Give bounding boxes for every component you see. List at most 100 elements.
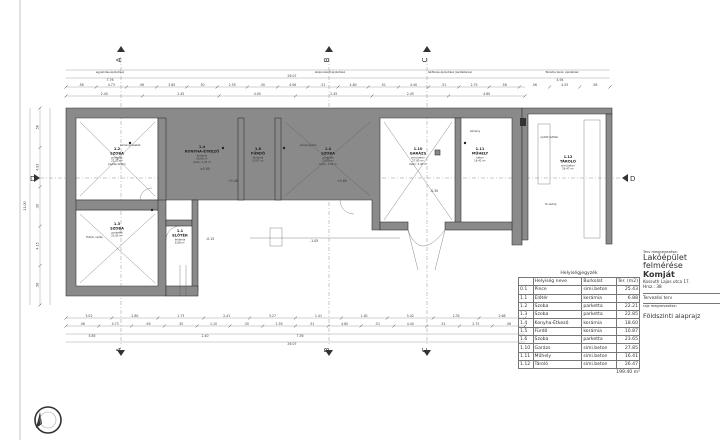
dimension-value: .51 bbox=[440, 322, 445, 326]
room-floor: parketta bbox=[112, 230, 123, 234]
dimension-value: 2.68 bbox=[498, 314, 505, 318]
schedule-cell: 1.1 bbox=[518, 293, 534, 303]
schedule-cell: Garázs bbox=[532, 343, 583, 353]
schedule-cell: Szoba bbox=[532, 310, 583, 320]
level-mark-4: -1.05 bbox=[310, 239, 318, 243]
dimension-tick bbox=[477, 316, 481, 320]
dimension-tick bbox=[202, 316, 206, 320]
room-number: 1.3 bbox=[114, 222, 121, 226]
dim-bottom-total-3: 7.56 bbox=[296, 334, 303, 338]
room-name: ELŐTÉR bbox=[172, 232, 188, 237]
dimension-tick bbox=[517, 85, 522, 89]
section-a-top: A bbox=[115, 57, 123, 62]
dimension-value: .51 bbox=[309, 322, 314, 326]
dimension-value: .51 bbox=[381, 83, 386, 87]
dimension-value: 2.55 bbox=[229, 83, 236, 87]
dimension-value: 4.40 bbox=[407, 322, 414, 326]
dimension-value: .56 bbox=[36, 125, 40, 130]
schedule-cell: 18.60 bbox=[615, 318, 641, 328]
dimension-tick bbox=[129, 324, 134, 328]
dimension-tick bbox=[110, 316, 114, 320]
room-name: GARÁZS bbox=[410, 150, 427, 155]
schedule-cell: 25.43 bbox=[615, 285, 641, 295]
schedule-cell: 0.1 bbox=[518, 285, 534, 295]
schedule-cell: simi.beton bbox=[581, 359, 617, 370]
dimension-value: 2.40 bbox=[101, 92, 108, 96]
segment-label-2: alápincézett épületrész bbox=[315, 70, 346, 74]
schedule-cell: parketta bbox=[581, 335, 617, 345]
dimension-value: 2.45 bbox=[177, 92, 184, 96]
dimension-value: 4.06 bbox=[289, 83, 296, 87]
dimension-value: 4.00 bbox=[254, 92, 261, 96]
dimension-value: .30 bbox=[260, 83, 265, 87]
north-arrow-icon bbox=[34, 406, 62, 434]
dimension-value: 2.80 bbox=[131, 314, 138, 318]
dimension-value: .30 bbox=[244, 322, 249, 326]
section-c-bottom: C bbox=[421, 347, 429, 352]
dimension-tick bbox=[97, 324, 101, 328]
section-b-top: B bbox=[323, 57, 331, 62]
note-open-loft: nyitott tetőtér bbox=[540, 135, 559, 139]
room-floor: simi.beton bbox=[411, 155, 425, 159]
dimension-tick bbox=[326, 324, 330, 328]
dimension-tick bbox=[426, 85, 431, 89]
schedule-cell: Szoba bbox=[532, 301, 583, 312]
dimension-value: 3.85 bbox=[168, 83, 175, 87]
dimension-tick bbox=[293, 316, 298, 320]
dimension-value: 1.41 bbox=[315, 314, 322, 318]
title-label: Terv megnevezése: bbox=[643, 250, 678, 254]
dimension-tick bbox=[490, 324, 494, 328]
dimension-tick bbox=[185, 85, 189, 89]
dim-bottom-total-2: 2.40 bbox=[201, 334, 208, 338]
dimension-value: 2.45 bbox=[407, 92, 414, 96]
room-area: 26.47 m² bbox=[562, 167, 574, 171]
schedule-cell: Fürdő bbox=[532, 326, 583, 337]
level-mark-2: -0.30 bbox=[430, 189, 438, 193]
dimension-value: 2.55 bbox=[276, 322, 283, 326]
dimension-tick bbox=[385, 316, 389, 320]
section-d-right: D bbox=[630, 175, 635, 183]
dimension-value: 2.35 bbox=[453, 314, 460, 318]
room-number: 1.2 bbox=[114, 147, 121, 151]
dimension-tick bbox=[154, 85, 159, 89]
room-name: KONYHA-ÉTKEZŐ bbox=[185, 148, 219, 153]
schedule-cell: kerámia bbox=[581, 293, 617, 303]
room-note: padlás feljáró bbox=[108, 162, 126, 166]
dimension-tick bbox=[38, 303, 42, 307]
section-c-top: C bbox=[421, 57, 429, 62]
dimension-tick bbox=[228, 324, 232, 328]
room-area: 23.60 m² bbox=[322, 159, 334, 163]
schedule-cell: Konyha-Étkező bbox=[532, 318, 583, 328]
segment-label-1: egyszintes épületrész bbox=[96, 70, 125, 74]
dimension-tick bbox=[217, 94, 221, 98]
dimension-value: 1.81 bbox=[361, 314, 368, 318]
drawing-name: Földszinti alaprajz bbox=[643, 312, 701, 320]
segment-label-4: Távlatos terek, épületrész bbox=[545, 70, 579, 74]
dimension-tick bbox=[261, 324, 265, 328]
dimension-tick bbox=[64, 85, 68, 89]
room-number: 1.6 bbox=[255, 147, 262, 151]
dimension-value: .51 bbox=[320, 83, 325, 87]
schedule-cell: simi.beton bbox=[581, 343, 617, 353]
dimension-value: .56 bbox=[139, 83, 144, 87]
building-walls bbox=[65, 107, 613, 297]
dimension-tick bbox=[370, 94, 374, 98]
dimension-value: .56 bbox=[502, 83, 507, 87]
dimension-value: .30 bbox=[199, 83, 204, 87]
room-floor: simi.beton bbox=[561, 163, 575, 167]
schedule-cell: 10.87 bbox=[615, 326, 641, 337]
dimension-tick bbox=[124, 85, 129, 89]
level-annotations: ±0.00 -0.30 +0.60 -1.05 +0.48 -0.15 kémé… bbox=[86, 129, 559, 243]
dimension-tick bbox=[64, 94, 68, 98]
dimension-tick bbox=[247, 316, 252, 320]
room-number: 1.11 bbox=[476, 147, 485, 151]
room-number: 1.4 bbox=[199, 145, 206, 149]
dimension-tick bbox=[275, 85, 280, 89]
schedule-cell: 1.6 bbox=[518, 335, 534, 345]
